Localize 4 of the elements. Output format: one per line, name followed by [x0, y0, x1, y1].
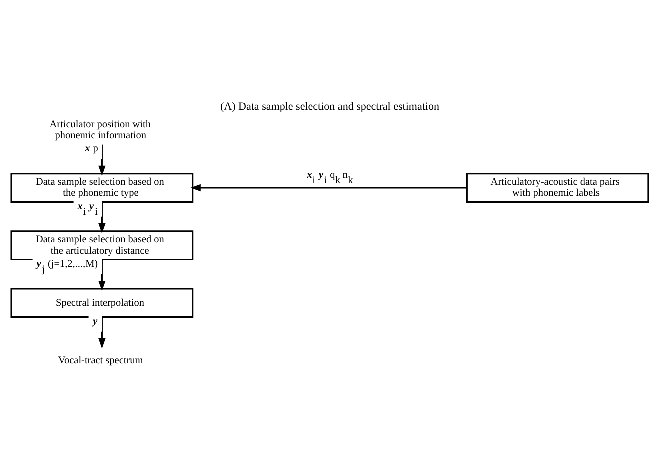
edge-label: x p — [85, 144, 98, 155]
edge-label: y — [93, 316, 98, 328]
diagram-title: (A) Data sample selection and spectral estimation — [220, 101, 440, 114]
node-text: Vocal-tract spectrum — [58, 355, 144, 366]
